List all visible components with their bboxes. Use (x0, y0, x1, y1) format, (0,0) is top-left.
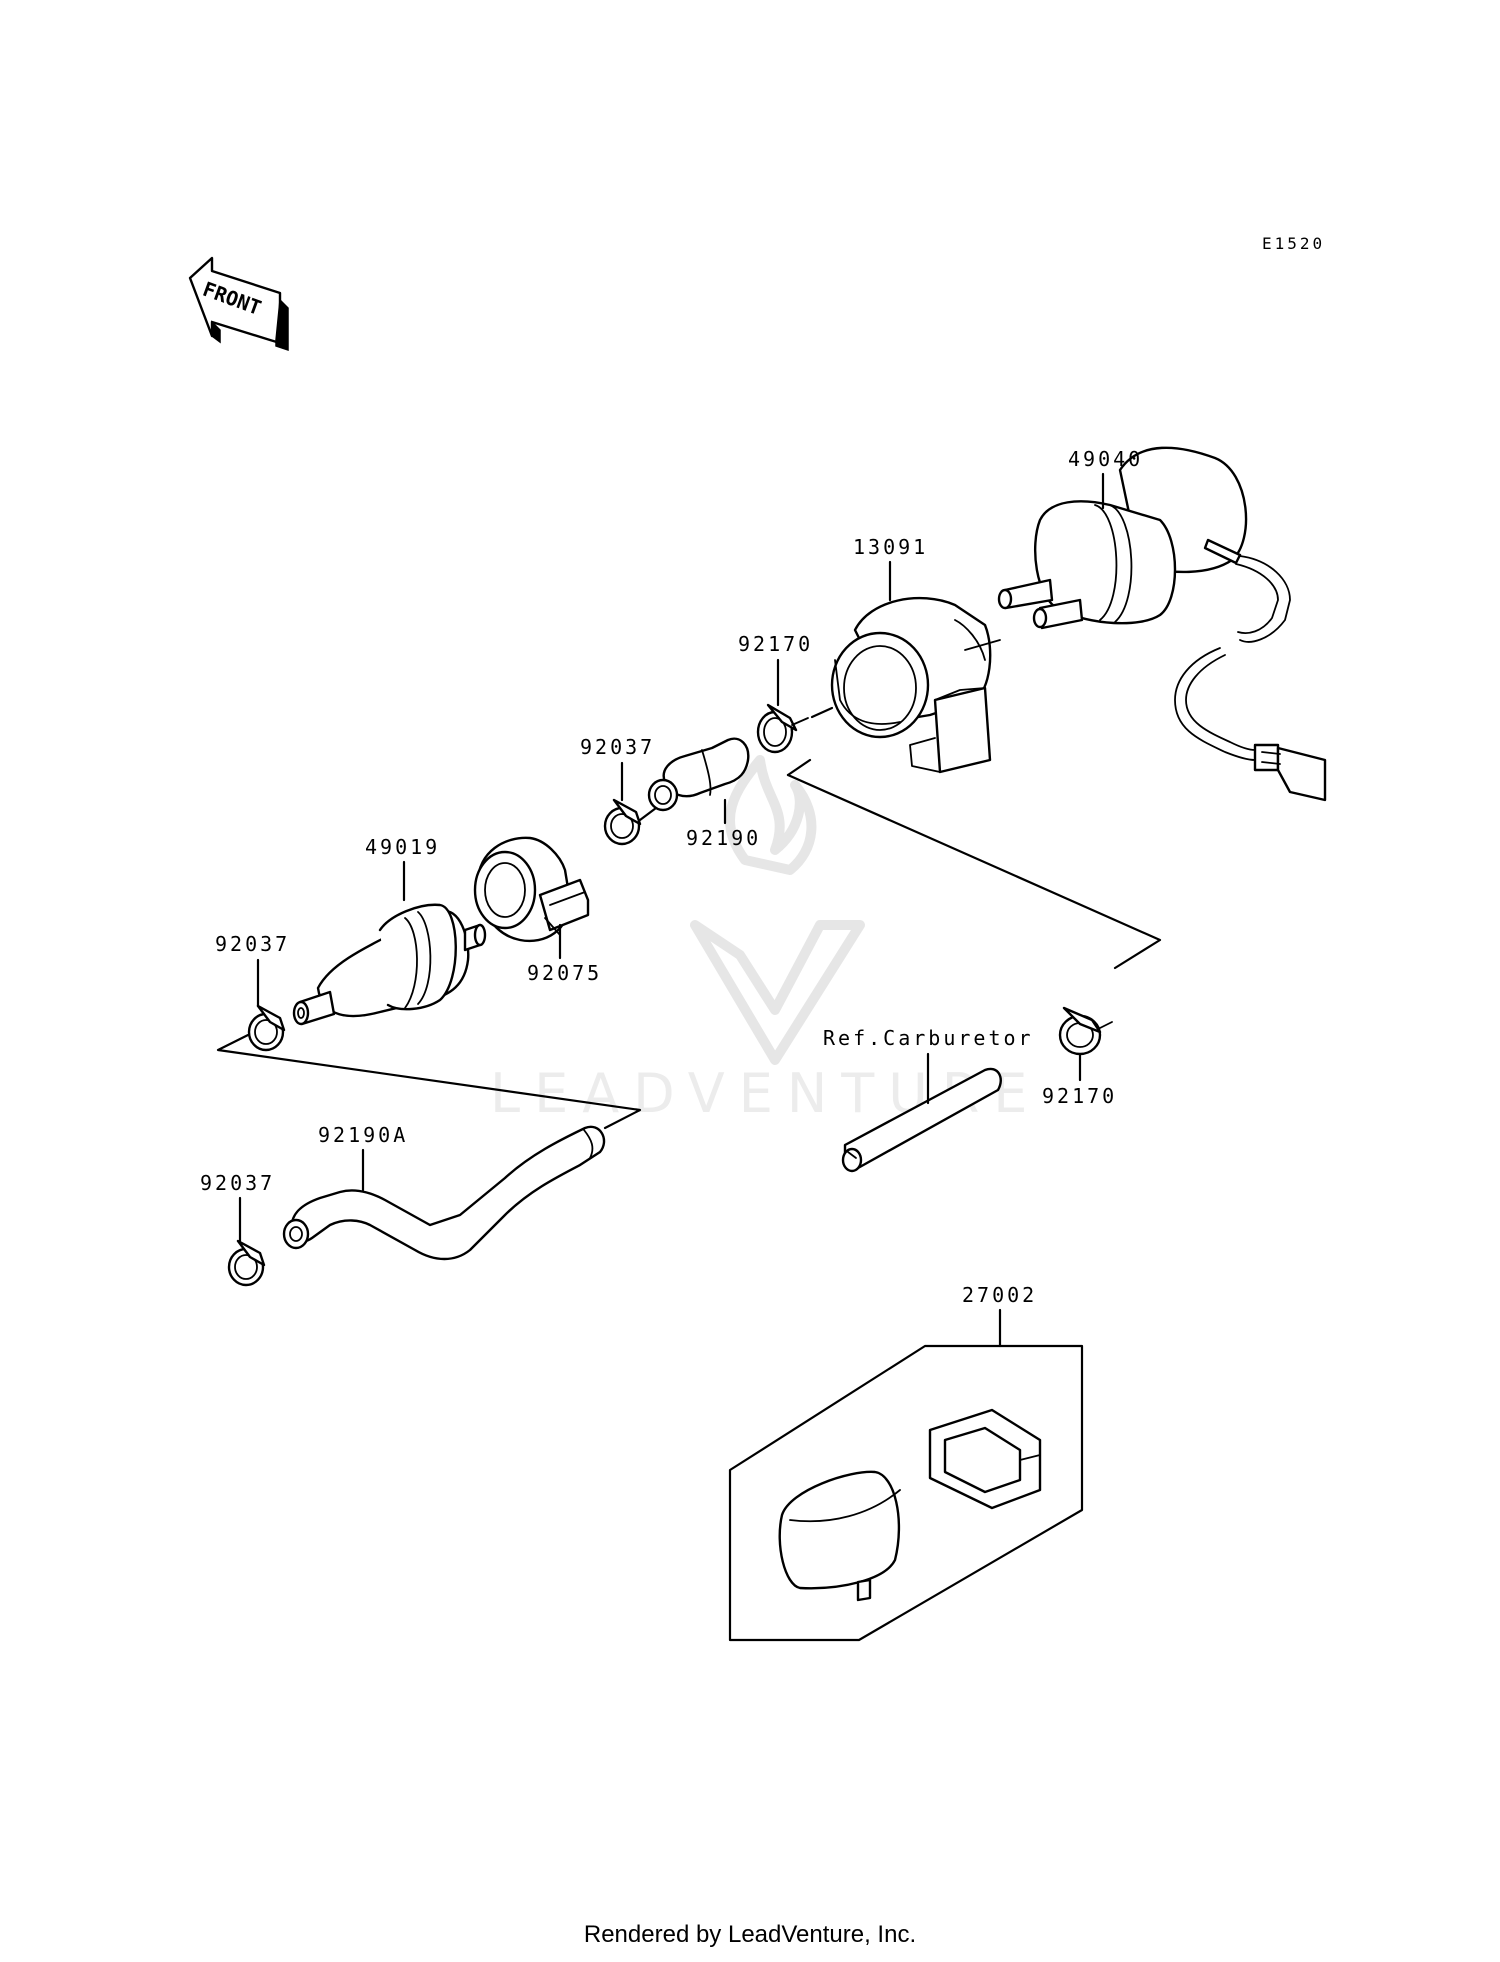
clamp-link (810, 706, 834, 719)
label-92037-mid: 92037 (580, 735, 655, 759)
leader-92170-group (786, 773, 1162, 970)
filter-49019 (292, 903, 487, 1026)
front-arrow: FRONT (188, 256, 289, 352)
label-13091: 13091 (853, 535, 928, 559)
clamp-92037-mid (603, 798, 642, 846)
label-92170-top: 92170 (738, 632, 813, 656)
label-92075: 92075 (527, 961, 602, 985)
clamp-92037-left (247, 1004, 286, 1052)
label-92037-bottom: 92037 (200, 1171, 275, 1195)
diagram-code: E1520 (1262, 234, 1325, 253)
leader-92037-group (216, 1033, 642, 1130)
label-49040: 49040 (1068, 447, 1143, 471)
clamp-92170-top (756, 703, 809, 754)
holder-92075 (473, 836, 590, 943)
clamp-92037-bottom (227, 1239, 266, 1287)
label-92190A: 92190A (318, 1123, 408, 1147)
ref-carburetor-hose (841, 1067, 1002, 1173)
label-ref-carburetor: Ref.Carburetor (823, 1026, 1034, 1050)
label-92190: 92190 (686, 826, 761, 850)
bracket-13091 (830, 596, 1001, 774)
clamp-92170-right (1058, 1006, 1113, 1056)
leadventure-watermark: LEADVENTURE (490, 755, 1027, 1125)
label-27002: 27002 (962, 1283, 1037, 1307)
hose-92190A (282, 1125, 606, 1261)
hose-92190 (647, 737, 750, 812)
label-92037-left: 92037 (215, 932, 290, 956)
fuel-pump-49040 (997, 446, 1327, 802)
label-49019: 49019 (365, 835, 440, 859)
label-92170-right: 92170 (1042, 1084, 1117, 1108)
connector-kit-27002 (728, 1344, 1084, 1642)
footer-credit: Rendered by LeadVenture, Inc. (583, 1921, 917, 1948)
